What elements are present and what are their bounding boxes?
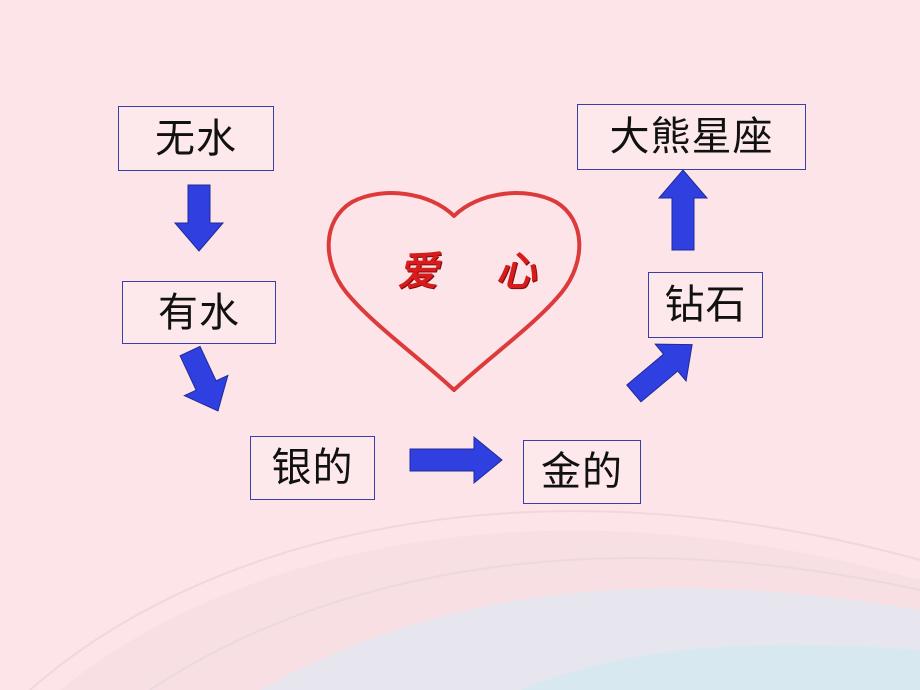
arrow-up <box>657 169 709 251</box>
box-silver: 银的 <box>250 436 375 500</box>
arrow-up-right <box>626 343 693 403</box>
arrow-right <box>409 435 503 485</box>
wave-line-1 <box>29 510 920 690</box>
arrow-down-1 <box>173 184 225 252</box>
box-no-water: 无水 <box>118 106 274 171</box>
box-has-water: 有水 <box>122 281 276 344</box>
wave-3 <box>520 644 920 690</box>
arrow-down-right <box>179 345 229 412</box>
heart-outline <box>326 191 582 392</box>
box-diamond: 钻石 <box>648 272 763 338</box>
wave-line-2 <box>149 557 920 690</box>
heart-label: 爱 心 <box>398 248 558 295</box>
box-big-dipper: 大熊星座 <box>577 104 806 170</box>
box-gold: 金的 <box>523 440 641 504</box>
